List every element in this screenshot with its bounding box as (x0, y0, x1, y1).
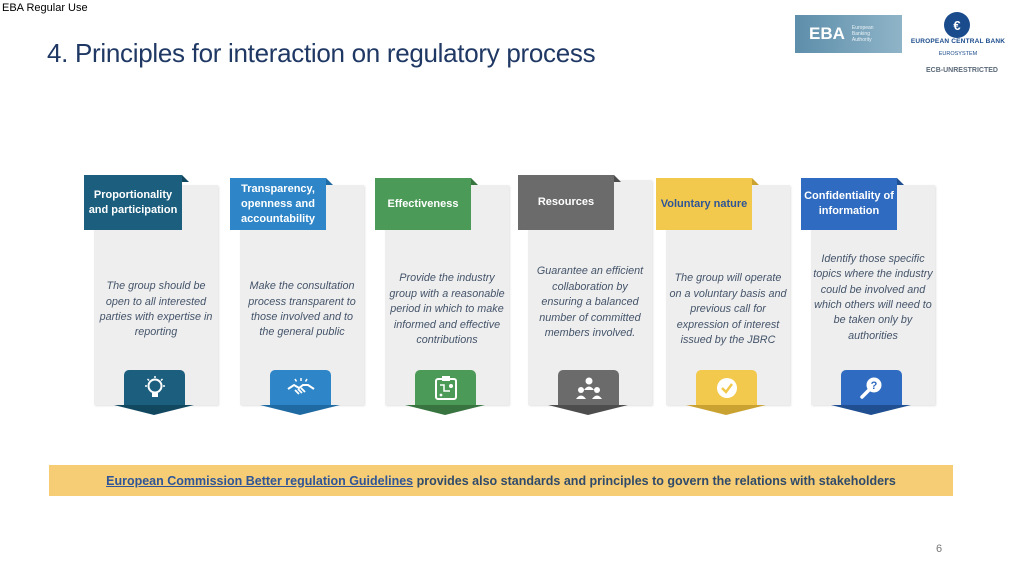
principle-card-resources: Resources Guarantee an efficient collabo… (518, 175, 658, 425)
card-description: Make the consultation process transparen… (248, 280, 356, 339)
principle-card-proportionality: Proportionality and participation The gr… (84, 175, 224, 425)
card-description: Provide the industry group with a reason… (389, 272, 505, 347)
card-description: Guarantee an efficient collaboration by … (536, 265, 644, 340)
ecb-emblem-icon: € (944, 12, 970, 38)
card-title: Proportionality and participation (84, 175, 182, 230)
handshake-icon (270, 370, 331, 405)
guidelines-banner: European Commission Better regulation Gu… (49, 465, 953, 496)
eba-logo: EBA European Banking Authority (795, 15, 902, 53)
svg-text:?: ? (870, 380, 877, 392)
eba-logo-subtext: European Banking Authority (851, 25, 874, 43)
page-title: 4. Principles for interaction on regulat… (47, 38, 596, 68)
lightbulb-icon (124, 370, 185, 405)
team-hierarchy-icon (558, 370, 619, 405)
principle-card-transparency: Transparency, openness and accountabilit… (230, 175, 370, 425)
principle-card-effectiveness: Effectiveness Provide the industry group… (375, 175, 515, 425)
ecb-eurosystem-label: EUROSYSTEM (938, 51, 978, 57)
principle-card-confidentiality: Confidentiality of information Identify … (801, 175, 941, 425)
card-description: Identify those specific topics where the… (813, 252, 933, 342)
card-description: The group should be open to all interest… (99, 280, 213, 339)
magnifier-question-icon: ? (841, 370, 902, 405)
classification-label: EBA Regular Use (2, 2, 88, 14)
ecb-logo-name: EUROPEAN CENTRAL BANK (910, 38, 1006, 45)
strategy-board-icon (415, 370, 476, 405)
card-title: Voluntary nature (656, 178, 752, 230)
guidelines-link[interactable]: European Commission Better regulation Gu… (106, 473, 414, 488)
card-title: Confidentiality of information (801, 178, 897, 230)
check-circle-icon (696, 370, 757, 405)
card-title: Resources (518, 175, 614, 230)
card-description: The group will operate on a voluntary ba… (669, 272, 787, 347)
card-title: Transparency, openness and accountabilit… (230, 178, 326, 230)
principle-card-voluntary: Voluntary nature The group will operate … (656, 175, 796, 425)
eba-logo-text: EBA (809, 24, 845, 43)
ecb-classification-label: ECB-UNRESTRICTED (926, 67, 998, 74)
card-title: Effectiveness (375, 178, 471, 230)
page-number: 6 (936, 543, 943, 555)
banner-text: provides also standards and principles t… (413, 473, 896, 488)
